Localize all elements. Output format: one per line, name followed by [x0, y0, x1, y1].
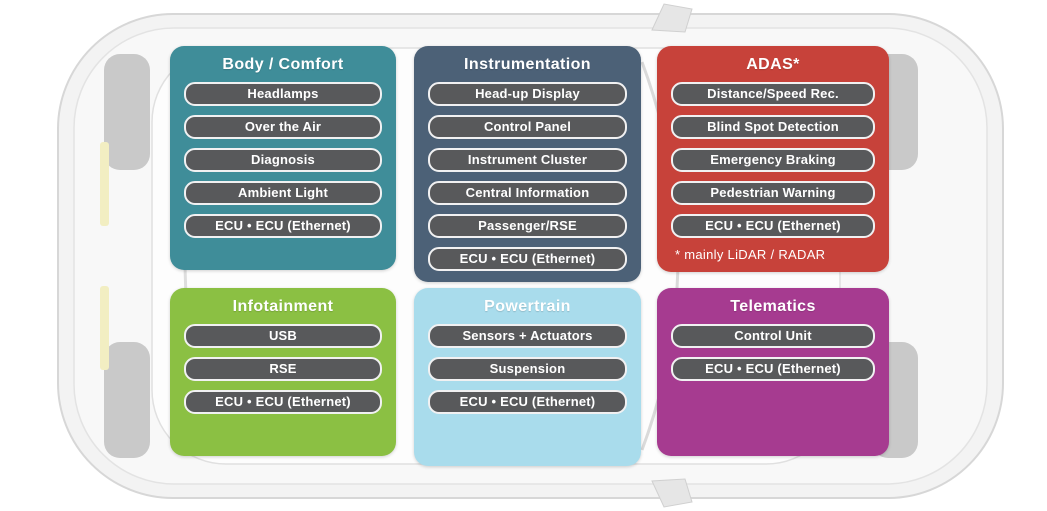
panel-title-instrumentation: Instrumentation [464, 56, 591, 73]
panel-title-infotainment: Infotainment [232, 298, 334, 315]
panel-title-telematics: Telematics [730, 298, 816, 315]
domain-panel-infotainment: Infotainment USB RSE ECU • ECU (Ethernet… [170, 288, 396, 456]
item-control-panel: Control Panel [428, 115, 627, 139]
domain-panel-body-comfort: Body / Comfort Headlamps Over the Air Di… [170, 46, 396, 270]
adas-footnote: * mainly LiDAR / RADAR [675, 247, 826, 262]
item-passenger-rse: Passenger/RSE [428, 214, 627, 238]
item-central-information: Central Information [428, 181, 627, 205]
domain-panel-instrumentation: Instrumentation Head-up Display Control … [414, 46, 641, 282]
item-sensors-actuators: Sensors + Actuators [428, 324, 627, 348]
item-usb: USB [184, 324, 382, 348]
item-ecu-ethernet-instrumentation: ECU • ECU (Ethernet) [428, 247, 627, 271]
item-ecu-ethernet-infotainment: ECU • ECU (Ethernet) [184, 390, 382, 414]
item-distance-speed-rec: Distance/Speed Rec. [671, 82, 875, 106]
item-head-up-display: Head-up Display [428, 82, 627, 106]
wheel-front-left [104, 54, 150, 170]
side-mirror-top [651, 3, 693, 33]
item-ecu-ethernet-powertrain: ECU • ECU (Ethernet) [428, 390, 627, 414]
panel-title-body-comfort: Body / Comfort [222, 56, 344, 73]
item-ambient-light: Ambient Light [184, 181, 382, 205]
taillight-bottom [100, 286, 109, 370]
item-diagnosis: Diagnosis [184, 148, 382, 172]
domain-panel-telematics: Telematics Control Unit ECU • ECU (Ether… [657, 288, 889, 456]
taillight-top [100, 142, 109, 226]
item-rse: RSE [184, 357, 382, 381]
item-control-unit: Control Unit [671, 324, 875, 348]
wheel-rear-left [104, 342, 150, 458]
item-over-the-air: Over the Air [184, 115, 382, 139]
item-ecu-ethernet-adas: ECU • ECU (Ethernet) [671, 214, 875, 238]
item-ecu-ethernet-body: ECU • ECU (Ethernet) [184, 214, 382, 238]
item-emergency-braking: Emergency Braking [671, 148, 875, 172]
panel-title-powertrain: Powertrain [484, 298, 571, 315]
item-ecu-ethernet-telematics: ECU • ECU (Ethernet) [671, 357, 875, 381]
item-blind-spot-detection: Blind Spot Detection [671, 115, 875, 139]
side-mirror-bottom [651, 478, 693, 508]
item-suspension: Suspension [428, 357, 627, 381]
domain-panel-powertrain: Powertrain Sensors + Actuators Suspensio… [414, 288, 641, 466]
item-pedestrian-warning: Pedestrian Warning [671, 181, 875, 205]
item-headlamps: Headlamps [184, 82, 382, 106]
panel-title-adas: ADAS* [746, 56, 800, 73]
domain-panel-adas: ADAS* Distance/Speed Rec. Blind Spot Det… [657, 46, 889, 272]
item-instrument-cluster: Instrument Cluster [428, 148, 627, 172]
